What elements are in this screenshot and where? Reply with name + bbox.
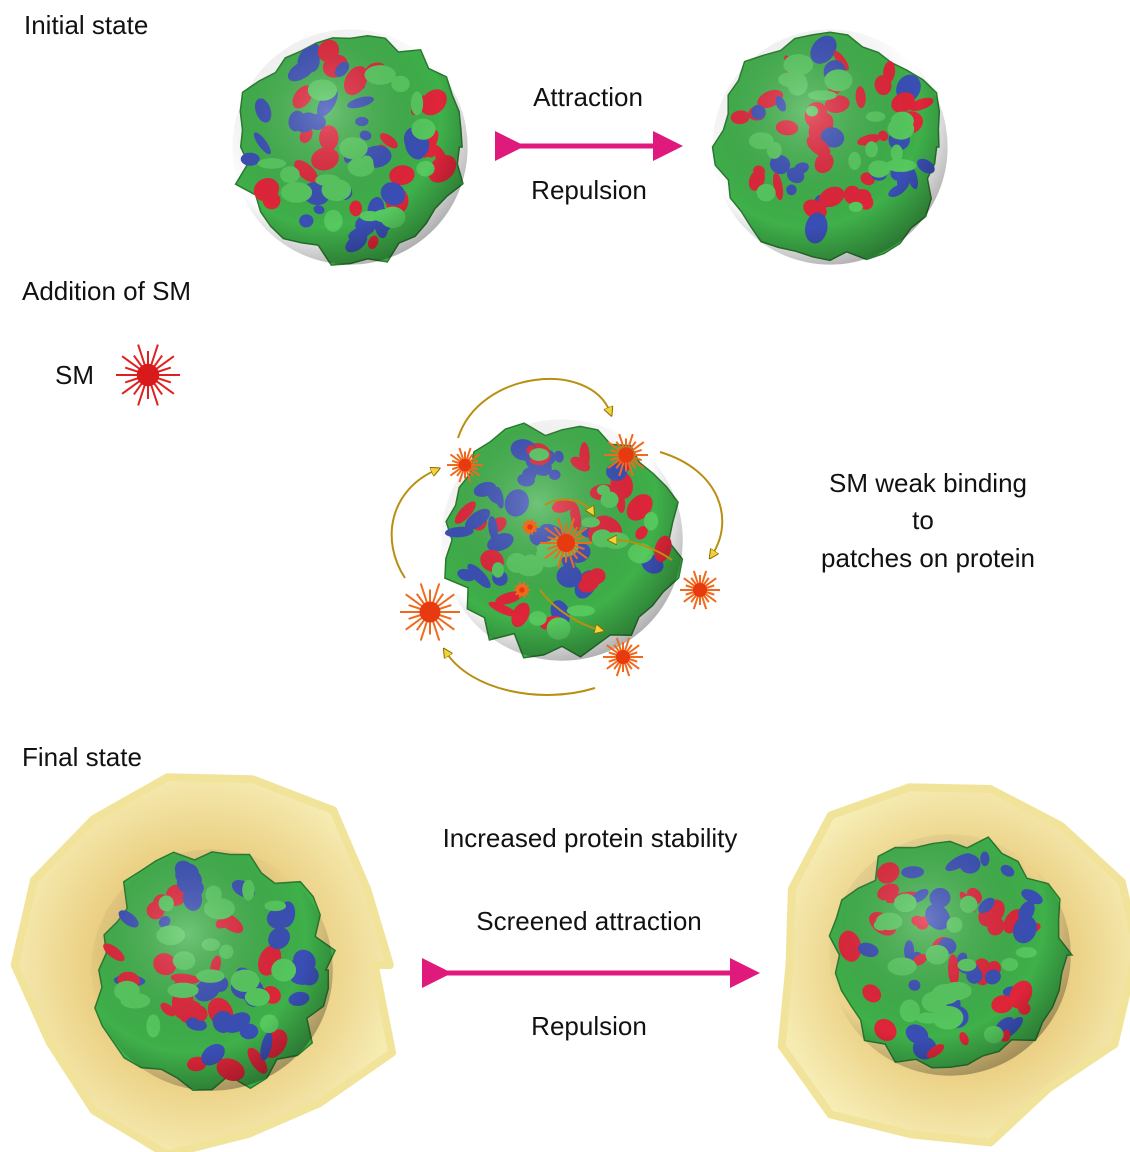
sm-description-line-2: to (912, 505, 934, 535)
screened-attraction-label: Screened attraction (476, 906, 702, 936)
section-title-final: Final state (22, 742, 142, 772)
sm-molecule-2 (540, 517, 592, 569)
repulsion-label-bottom: Repulsion (531, 1011, 647, 1041)
protein-final-left (91, 849, 337, 1091)
sm-molecule-5 (603, 637, 643, 677)
sm-molecule-4 (680, 570, 720, 610)
sm-exchange-arrows (390, 378, 724, 696)
sm-molecule-3 (400, 583, 460, 641)
protein-initial-left (232, 29, 468, 266)
protein-shading (91, 849, 333, 1091)
sm-description-line-1: SM weak binding (829, 468, 1027, 498)
stability-label: Increased protein stability (442, 823, 738, 853)
protein-with-sm (441, 419, 684, 661)
sm-molecule-0 (447, 447, 483, 483)
repulsion-label-top: Repulsion (531, 175, 647, 205)
section-title-initial: Initial state (24, 10, 149, 40)
sm-legend-label: SM (55, 360, 94, 390)
protein-shading (829, 834, 1071, 1076)
protein-shading (712, 29, 948, 265)
sm-molecule-7 (514, 582, 530, 598)
sm-molecule-1 (604, 433, 648, 477)
protein-shading (232, 29, 468, 265)
protein-final-right (828, 834, 1074, 1076)
attraction-label: Attraction (533, 82, 643, 112)
sm-description-line-3: patches on protein (821, 543, 1035, 573)
sm-legend-star-icon (116, 344, 180, 406)
sm-molecule-6 (522, 519, 538, 535)
section-title-addition: Addition of SM (22, 276, 192, 306)
protein-initial-right (711, 29, 948, 265)
